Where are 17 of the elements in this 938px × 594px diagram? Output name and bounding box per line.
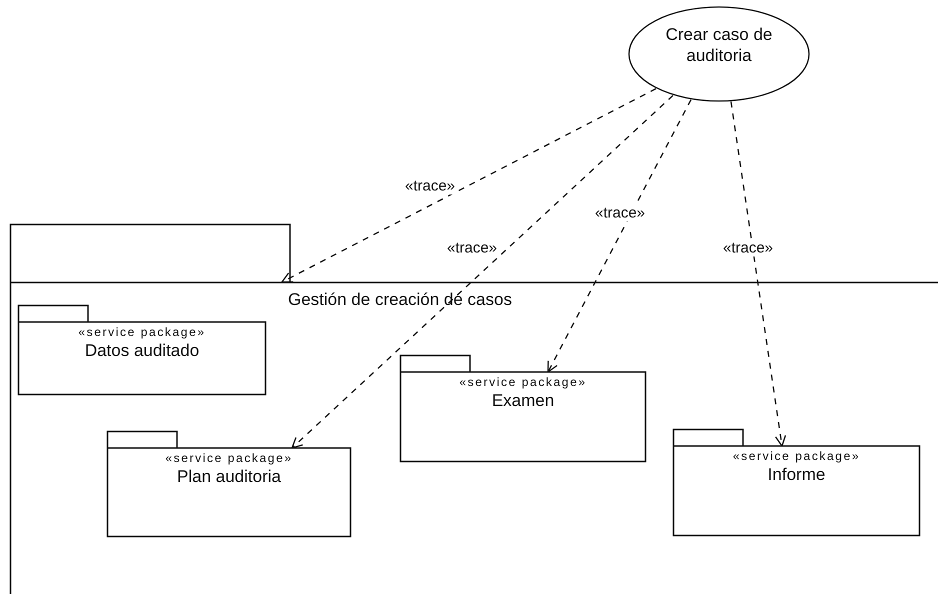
- edge-label: «trace»: [594, 204, 646, 222]
- trace-arrow: [547, 99, 692, 373]
- trace-arrow: [291, 94, 674, 449]
- trace-arrow: [281, 88, 656, 283]
- package-name: Datos auditado: [84, 341, 200, 361]
- package-name: Plan auditoria: [176, 467, 282, 487]
- trace-arrow: [730, 101, 786, 447]
- stereotype: «service package»: [458, 375, 588, 389]
- package-name: Gestión de creación de casos: [288, 290, 512, 310]
- stereotype: «service package»: [77, 325, 207, 339]
- edge-label: «trace»: [722, 240, 774, 256]
- package-name: Examen: [490, 391, 556, 411]
- package-name: Informe: [766, 465, 826, 485]
- use-case-name: Crear caso de auditoria: [664, 24, 774, 66]
- edge-label: «trace»: [404, 178, 456, 194]
- stereotype: «service package»: [732, 449, 862, 463]
- stereotype: «service package»: [164, 451, 294, 465]
